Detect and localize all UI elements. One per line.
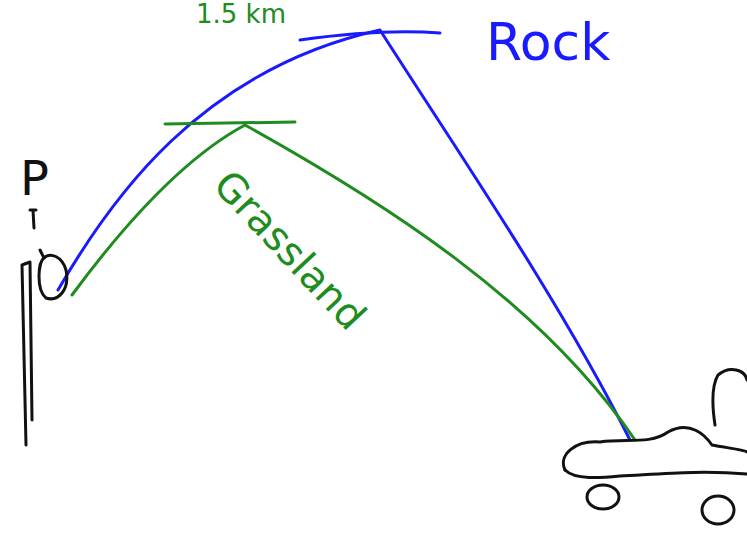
rock-peak-mark <box>300 32 440 40</box>
rock-trajectory <box>58 30 630 440</box>
distance-label: 1.5 km <box>196 0 286 29</box>
person-label: P <box>20 152 49 205</box>
grassland-trajectory <box>72 125 635 440</box>
terrain-label: Rock <box>486 14 610 71</box>
grassland-peak-mark <box>165 122 295 124</box>
terrain-label: Grassland <box>206 162 375 338</box>
person-figure <box>22 210 67 445</box>
car-drawing <box>563 370 747 524</box>
